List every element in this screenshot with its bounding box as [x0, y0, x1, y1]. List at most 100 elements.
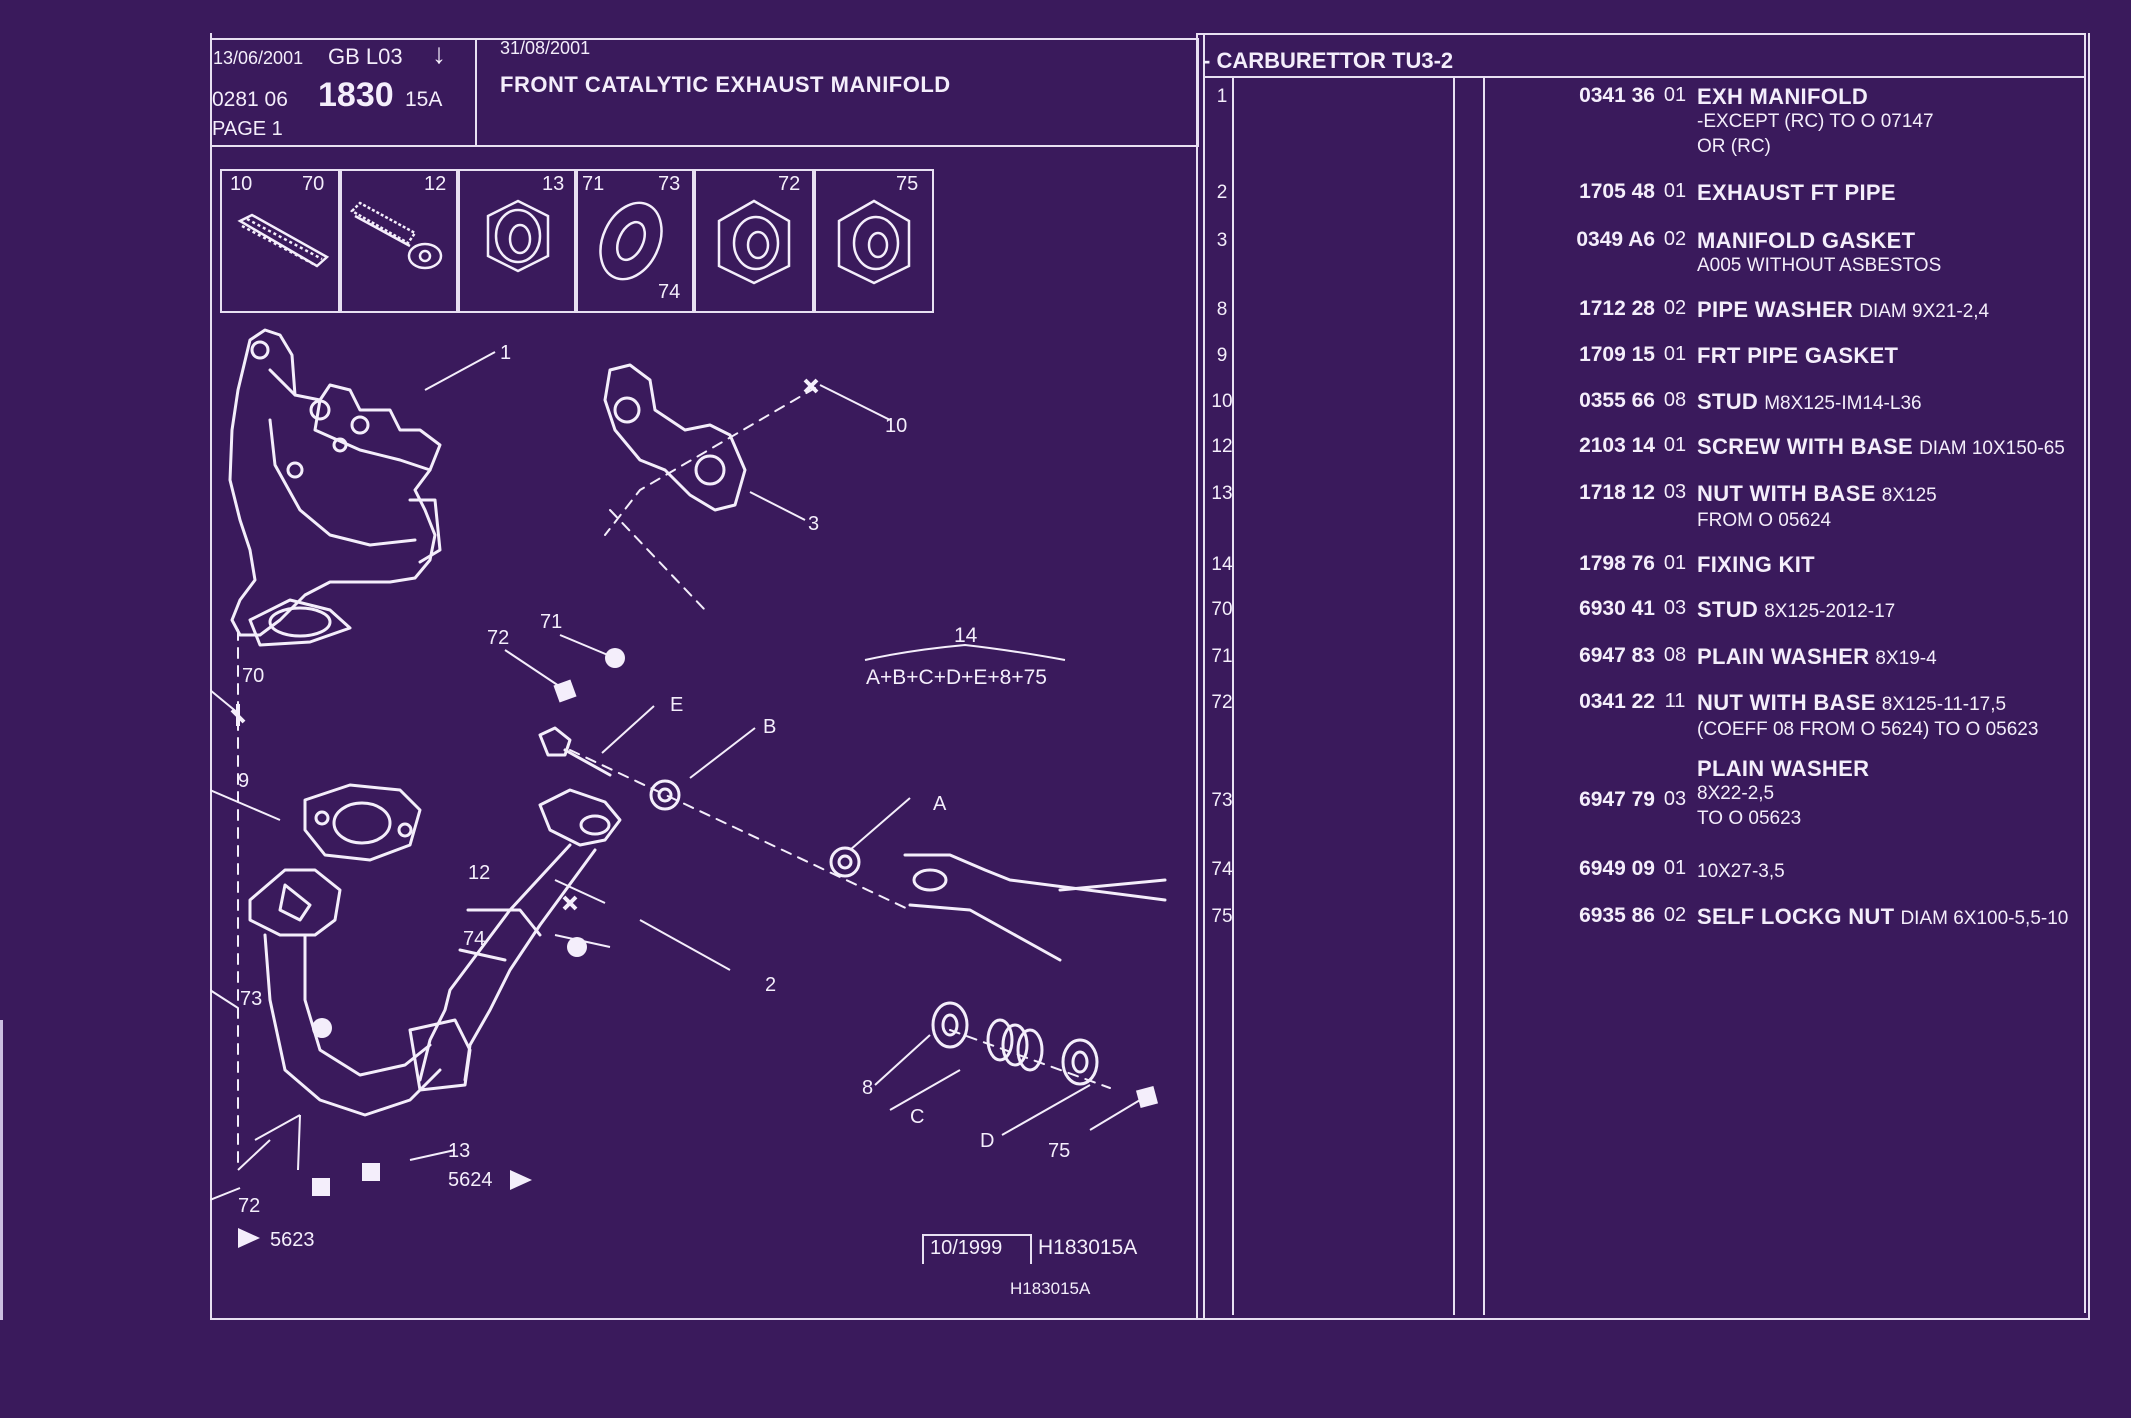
part-name: STUD	[1697, 597, 1759, 622]
frame-divider	[1196, 33, 1198, 1318]
markers	[238, 648, 1159, 1248]
callout-E: E	[670, 694, 684, 716]
part-box: 13	[456, 169, 578, 313]
part-name: SELF LOCKG NUT	[1697, 904, 1895, 929]
part-box-label: 12	[424, 173, 447, 195]
part-reference: 1709 15	[1579, 343, 1655, 366]
part-name: MANIFOLD GASKET	[1697, 228, 1916, 253]
part-name: PIPE WASHER	[1697, 297, 1854, 322]
part-box: 75	[812, 169, 934, 313]
part-icon	[717, 199, 791, 285]
part-spec: 8X125	[1881, 485, 1937, 506]
fixing-kit-number: 14	[954, 624, 978, 647]
down-arrow-icon: ↓	[432, 38, 446, 69]
part-name: FRT PIPE GASKET	[1697, 343, 1899, 368]
item-number: 70	[1211, 599, 1233, 620]
item-number: 3	[1216, 230, 1228, 251]
item-number: 8	[1216, 299, 1228, 320]
part-name: EXH MANIFOLD	[1697, 84, 1869, 109]
item-number: 9	[1216, 345, 1228, 366]
part-name: EXHAUST FT PIPE	[1697, 180, 1896, 205]
part-name: NUT WITH BASE	[1697, 690, 1876, 715]
callout-71: 71	[540, 611, 563, 633]
part-reference: 1798 76	[1579, 552, 1655, 575]
footer-date-box	[922, 1234, 1032, 1264]
part-description: STUD 8X125-2012-17	[1697, 597, 2087, 624]
part-spec: 8X125-11-17,5	[1881, 694, 2007, 715]
part-reference: 0355 66	[1579, 389, 1655, 412]
callout-74: 74	[463, 928, 486, 950]
callout-12: 12	[468, 862, 491, 884]
part-name-pre: PLAIN WASHER	[1697, 756, 1870, 781]
item-number: 75	[1211, 906, 1233, 927]
frame-divider-inner	[1203, 33, 1205, 1318]
callout-5624: 5624	[448, 1169, 493, 1191]
assembly-lines	[237, 387, 1111, 1171]
part-box-label: 70	[302, 173, 325, 195]
item-number: 2	[1216, 182, 1228, 203]
edge-line	[0, 1020, 3, 1320]
part-quantity: 02	[1663, 297, 1687, 319]
item-number: 73	[1211, 790, 1233, 811]
frame-right-border	[2084, 33, 2086, 1313]
part-reference: 1705 48	[1579, 180, 1655, 203]
header-date-2: 31/08/2001	[500, 38, 591, 58]
callout-70: 70	[242, 665, 265, 687]
part-note: TO O 05623	[1697, 808, 1802, 829]
part-quantity: 01	[1663, 180, 1687, 202]
part-box-label: 71	[582, 173, 605, 195]
part-name: STUD	[1697, 389, 1759, 414]
part-reference: 0341 22	[1579, 690, 1655, 713]
callout-2: 2	[765, 974, 777, 996]
part-description: STUD M8X125-IM14-L36	[1697, 389, 2087, 416]
part-box-label: 73	[658, 173, 681, 195]
part-note: A005 WITHOUT ASBESTOS	[1697, 255, 1942, 276]
part-box-label: 72	[778, 173, 801, 195]
part-quantity: 01	[1663, 857, 1687, 879]
part-reference: 0341 36	[1579, 84, 1655, 107]
callout-10: 10	[885, 415, 908, 437]
front-pipe-gasket-drawing	[303, 783, 422, 862]
part-icon	[486, 199, 550, 273]
column-line	[1453, 78, 1455, 1315]
part-spec: 10X27-3,5	[1697, 861, 1785, 882]
item-number: 10	[1211, 391, 1233, 412]
part-quantity: 01	[1663, 343, 1687, 365]
part-reference: 6930 41	[1579, 597, 1655, 620]
part-note: -EXCEPT (RC) TO O 07147	[1697, 111, 1934, 132]
callout-1: 1	[500, 342, 512, 364]
part-name: NUT WITH BASE	[1697, 481, 1876, 506]
callout-3: 3	[808, 513, 820, 535]
part-description: EXHAUST FT PIPE	[1697, 180, 2087, 205]
column-line	[1232, 78, 1234, 1315]
part-name: SCREW WITH BASE	[1697, 434, 1913, 459]
part-quantity: 03	[1663, 481, 1687, 503]
part-note: (COEFF 08 FROM O 5624) TO O 05623	[1697, 719, 2039, 740]
part-quantity: 01	[1663, 552, 1687, 574]
part-note: OR (RC)	[1697, 136, 1771, 157]
part-description: FRT PIPE GASKET	[1697, 343, 2087, 368]
item-number: 74	[1211, 859, 1233, 880]
manifold-gasket-drawing	[603, 363, 747, 512]
callout-75: 75	[1048, 1140, 1071, 1162]
item-number: 12	[1211, 436, 1233, 457]
header-lang: GB L03	[328, 44, 403, 69]
column-line	[1483, 78, 1485, 1315]
table-header-line	[1205, 76, 2085, 78]
part-description: MANIFOLD GASKET A005 WITHOUT ASBESTOS	[1697, 228, 2087, 278]
exploded-diagram	[210, 328, 1167, 1248]
item-number: 13	[1211, 483, 1233, 504]
part-spec: 8X19-4	[1875, 648, 1937, 669]
part-description: PIPE WASHER DIAM 9X21-2,4	[1697, 297, 2087, 324]
callout-D: D	[980, 1130, 995, 1152]
screw-drawing	[538, 726, 861, 878]
header-code-suffix: 15A	[405, 88, 443, 111]
footer-date: 10/1999	[930, 1237, 1003, 1259]
part-reference: 6935 86	[1579, 904, 1655, 927]
callout-9: 9	[238, 770, 250, 792]
